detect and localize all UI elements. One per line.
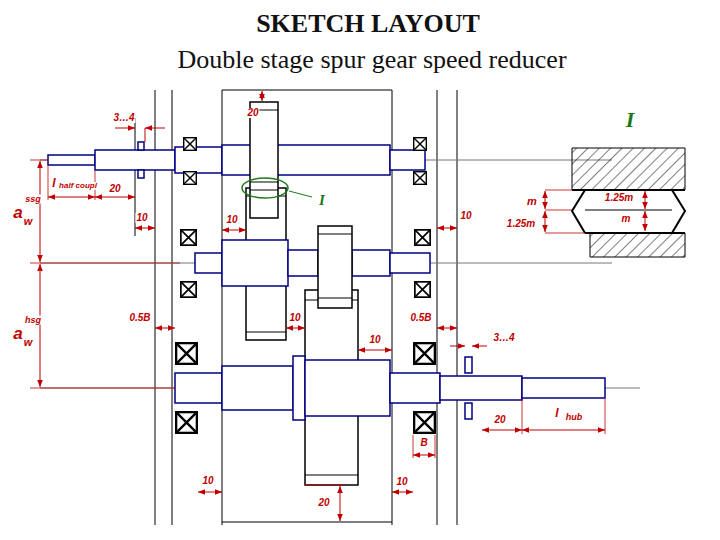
dimension-label: m: [526, 196, 538, 207]
dimension-label: 10: [225, 215, 238, 225]
dimension-lines: [40, 91, 645, 521]
dimension-label: w: [23, 337, 34, 348]
sheet-subtitle: Double stage spur gear speed reducer: [177, 47, 566, 73]
dimension-label: 10: [395, 477, 408, 487]
shafts: [48, 145, 605, 420]
dimension-label: half coupl: [58, 182, 98, 190]
pinions: [250, 102, 352, 308]
dimension-label: ssg: [24, 195, 42, 204]
dimension-label: 10: [201, 476, 214, 486]
detail-mark: I: [626, 109, 635, 131]
dimension-label: 3…4: [492, 333, 515, 343]
dimension-label: 3…4: [112, 113, 135, 123]
dimension-label: 20: [108, 184, 121, 194]
dimension-label: 10: [288, 313, 301, 323]
detail-ellipse: [242, 178, 288, 198]
dimension-label: B: [419, 438, 428, 448]
dimension-label: m: [621, 214, 632, 224]
detail-leader: [289, 191, 312, 197]
gears: [246, 188, 358, 485]
dimension-label: w: [23, 216, 34, 227]
dimension-label: 20: [493, 415, 506, 425]
seals: [138, 142, 472, 419]
sheet-title: SKETCH LAYOUT: [256, 11, 480, 37]
dimension-label: 10: [459, 211, 472, 221]
dimension-label: hub: [565, 413, 584, 422]
dimension-label: 20: [317, 498, 330, 508]
dimension-label: hsg: [24, 316, 42, 325]
bearings: [176, 138, 435, 433]
dimension-label: 0.5B: [128, 313, 151, 323]
dimension-label: l: [554, 407, 559, 419]
dimension-label: 20: [246, 108, 259, 118]
extension-lines: [30, 160, 605, 485]
dimension-label: 0.5B: [409, 313, 432, 323]
detail-mark: I: [319, 193, 325, 208]
dimension-label: 1.25m: [506, 219, 536, 229]
dimension-label: 1.25m: [604, 193, 634, 203]
frame-lines: [135, 90, 457, 525]
tooth-detail: [572, 148, 685, 257]
dimension-label: l: [51, 177, 56, 189]
dimension-label: 10: [135, 213, 148, 223]
dimension-label: 10: [368, 335, 381, 345]
